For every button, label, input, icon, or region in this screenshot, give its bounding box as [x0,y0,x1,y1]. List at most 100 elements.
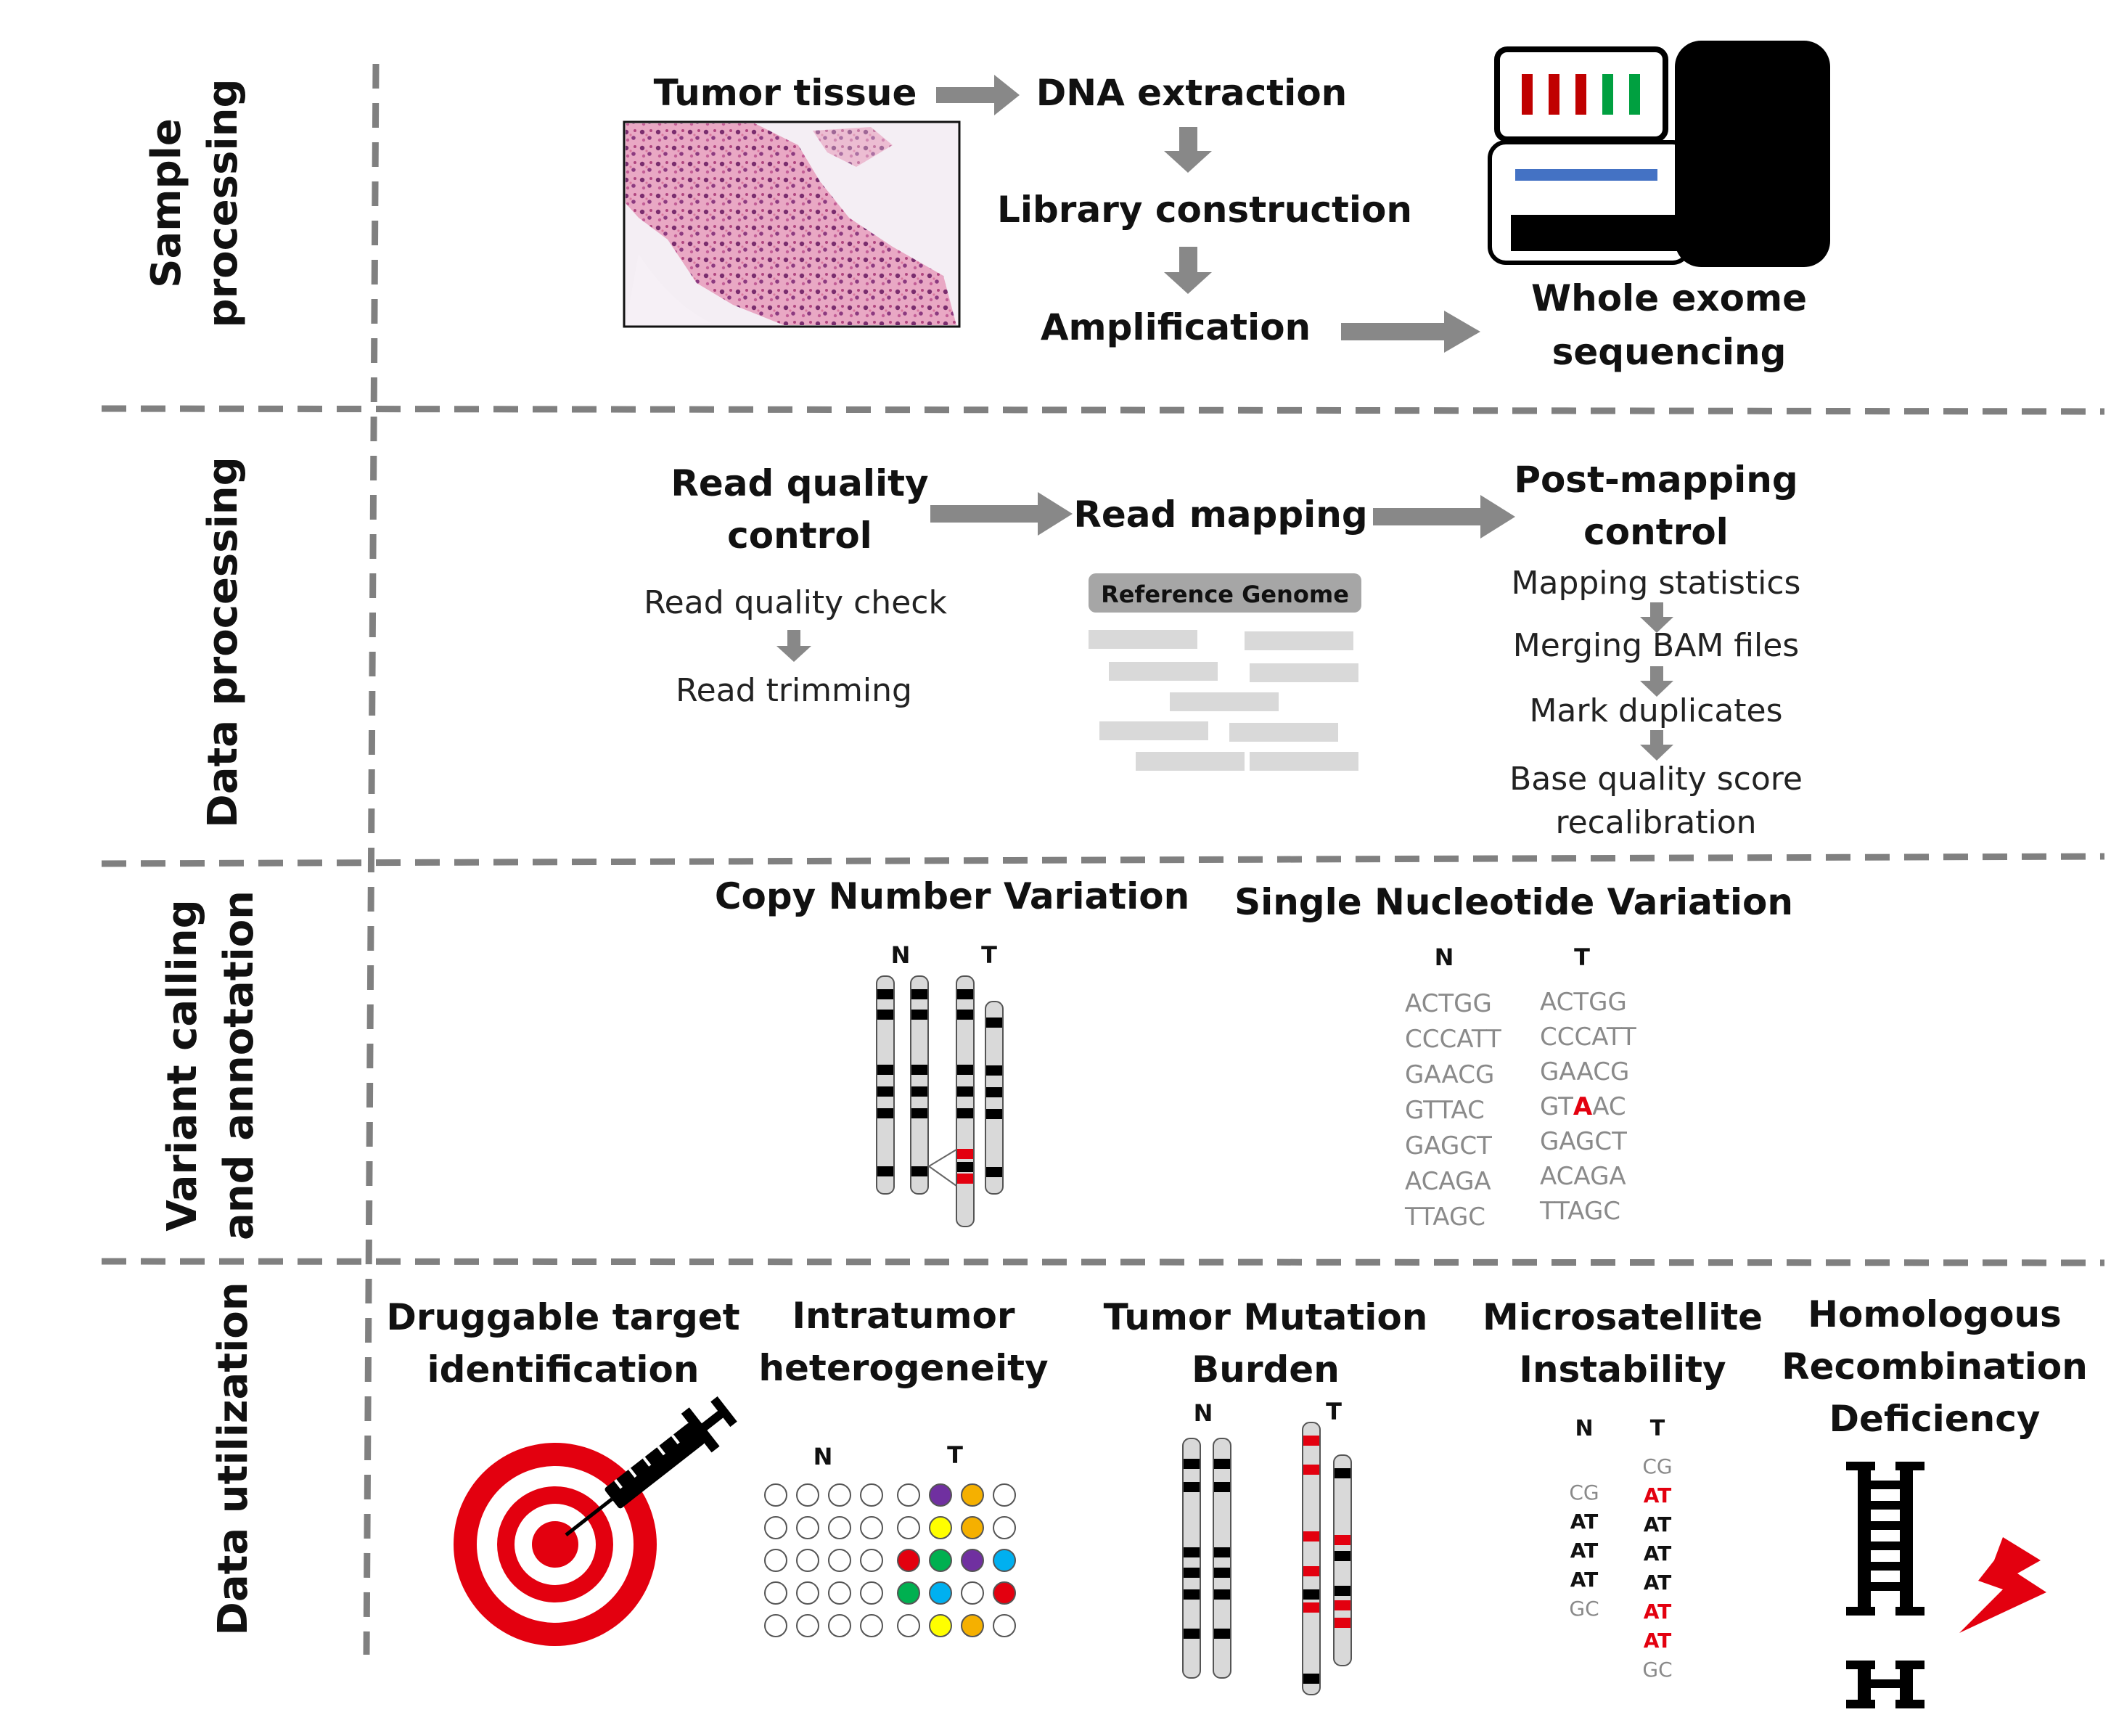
ith-tumor-dot [993,1549,1016,1572]
snv-tumor-seq: GTAAC [1540,1092,1626,1121]
ith-tumor-dot [961,1614,984,1637]
msi-normal-repeat: AT [1570,1539,1599,1563]
section-label-variant-l2: and annotation [216,890,263,1240]
snv-normal-seq: GAACG [1405,1060,1494,1089]
bqsr-line2: recalibration [1555,804,1756,841]
pmc-line1: Post-mapping [1514,459,1798,501]
druggable-line2: identification [427,1348,700,1391]
chromosome-band [877,1108,893,1118]
snv-tumor-seq: CCCATT [1540,1023,1636,1052]
chromosome-band [1184,1589,1200,1600]
ith-normal-dot [828,1549,851,1572]
snv-tumor-seq: GAACG [1540,1057,1629,1086]
mark-duplicates: Mark duplicates [1529,692,1782,729]
ith-normal-dot [796,1549,819,1572]
wes-label-line2: sequencing [1552,331,1787,373]
amplification-marker [928,1166,957,1187]
tmb-tumor-chromosome [1333,1454,1352,1666]
sequencer-icon [1488,41,1830,267]
mapping-statistics: Mapping statistics [1512,565,1801,602]
cnv-normal-chromosome [910,975,929,1195]
msi-tumor-repeat: AT [1644,1629,1672,1653]
section-label-data: Data processing [200,456,247,828]
chromosome-band [1184,1568,1200,1578]
section-label-variant: Variant calling and annotation [159,890,263,1240]
chromosome-band [877,989,893,999]
chromosome-band [877,1010,893,1020]
arrow-right-icon [1373,495,1515,539]
hrd-line3: Deficiency [1829,1398,2041,1440]
msi-tumor-repeat: AT [1644,1512,1672,1536]
chromosome-band [986,1167,1002,1177]
chromosome-band [877,1065,893,1075]
library-construction-label: Library construction [997,189,1412,231]
ith-dot-grid [764,1483,1016,1637]
hrd-line1: Homologous [1808,1293,2062,1335]
chromosome-band [1335,1600,1350,1610]
vertical-divider [363,63,380,1655]
chromosome-band [957,1010,973,1020]
ith-tumor-dot [929,1516,952,1539]
ith-normal-dot [796,1581,819,1605]
chromosome-band [1335,1468,1350,1478]
reference-genome-label: Reference Genome [1101,581,1349,608]
ith-normal-dot [860,1614,883,1637]
arrow-right-icon [936,75,1020,115]
chromosome-band [911,989,927,999]
msi-normal-repeat: AT [1570,1568,1599,1592]
druggable-line1: Druggable target [386,1296,739,1338]
chromosome-band [1184,1459,1200,1469]
cnv-chromosomes [876,975,1004,1227]
chromosome-band [1303,1436,1319,1446]
chromosome-band [986,1018,1002,1028]
section-label-variant-l1: Variant calling [159,899,206,1231]
ith-line1: Intratumor [792,1295,1014,1337]
snv-tumor-seq: TTAGC [1539,1197,1620,1226]
snv-t-label: T [1574,943,1590,971]
cnv-n-label: N [891,941,911,969]
cnv-normal-chromosome [876,975,895,1195]
msi-tumor-repeat: AT [1644,1571,1672,1594]
snv-normal-seq: ACTGG [1405,989,1492,1018]
snv-normal-seq: TTAGC [1404,1203,1485,1232]
ith-tumor-dot [897,1614,920,1637]
msi-tumor-repeat: CG [1642,1454,1672,1478]
chromosome-band [1303,1602,1319,1613]
ith-normal-dot [860,1549,883,1572]
chromosome-band [957,1149,973,1159]
msi-tumor-repeat: AT [1644,1541,1672,1565]
merging-bam: Merging BAM files [1513,627,1799,664]
hrd-line2: Recombination [1782,1346,2088,1388]
snv-n-label: N [1435,943,1454,971]
chromosome-band [1303,1674,1319,1684]
arrow-down-icon [1164,127,1212,173]
mapped-reads [1089,630,1358,771]
arrow-down-icon [1164,247,1212,294]
cnv-title: Copy Number Variation [715,875,1189,917]
wes-label-line1: Whole exome [1531,277,1807,319]
chromosome-band [1335,1535,1350,1545]
ith-tumor-dot [897,1516,920,1539]
snv-normal-seq: GAGCT [1405,1131,1492,1160]
chromosome-band [1303,1566,1319,1576]
chromosome-band [957,1065,973,1075]
cnv-tumor-chromosome [985,1001,1004,1195]
dna-extraction-label: DNA extraction [1036,72,1348,114]
histology-image [623,120,961,328]
tmb-tumor-chromosome [1302,1422,1321,1695]
msi-normal-repeat: GC [1569,1597,1599,1621]
divider-sample-data [101,405,2105,415]
ith-normal-dot [860,1483,883,1507]
section-label-sample-l2: processing [200,78,247,327]
chromosome-band [1335,1586,1350,1596]
msi-normal-repeat: CG [1569,1481,1599,1504]
msi-t-label: T [1650,1416,1665,1441]
ith-tumor-dot [929,1483,952,1507]
arrow-right-icon [930,492,1073,536]
tmb-n-label: N [1194,1399,1213,1427]
ith-normal-dot [828,1581,851,1605]
dna-ladder-icon [1846,1462,1925,1708]
